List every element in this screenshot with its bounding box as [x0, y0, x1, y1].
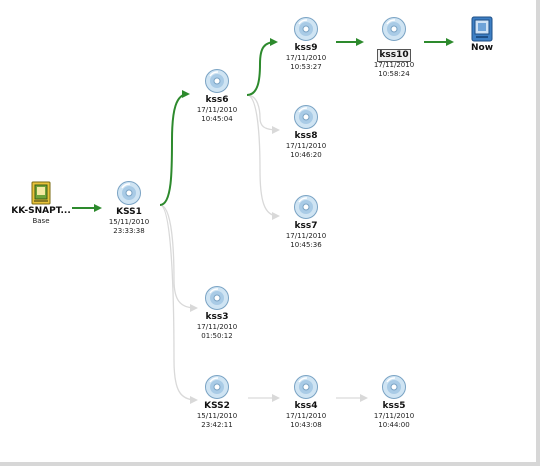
snapshot-disc-icon [205, 375, 229, 399]
node-time: 10:46:20 [290, 151, 322, 159]
snapshot-node-kss3[interactable]: kss3 17/11/2010 01:50:12 [172, 285, 262, 341]
edge-kss6-kss7 [246, 94, 280, 220]
current-state-icon [471, 16, 493, 42]
node-time: 23:42:11 [201, 421, 233, 429]
node-name: KK-SNAPT... [11, 206, 71, 216]
node-date: 17/11/2010 [373, 412, 415, 420]
edge-kss1-kss3 [159, 204, 198, 312]
snapshot-disc-icon [205, 286, 229, 310]
snapshot-node-kss9[interactable]: kss9 17/11/2010 10:53:27 [261, 16, 351, 72]
node-time: 10:44:00 [378, 421, 410, 429]
node-date: 17/11/2010 [196, 323, 238, 331]
snapshot-node-kss1[interactable]: KSS1 15/11/2010 23:33:38 [84, 180, 174, 236]
node-time: 10:58:24 [378, 70, 410, 78]
snapshot-disc-icon [117, 181, 141, 205]
node-date: 17/11/2010 [196, 106, 238, 114]
node-date: 17/11/2010 [285, 142, 327, 150]
snapshot-node-kss10[interactable]: kss10 17/11/2010 10:58:24 [349, 16, 439, 79]
snapshot-disc-icon [205, 69, 229, 93]
node-date: 17/11/2010 [285, 232, 327, 240]
node-name: kss9 [294, 43, 318, 53]
node-name: KSS2 [204, 401, 230, 411]
snapshot-node-base[interactable]: KK-SNAPT... Base [0, 181, 86, 226]
node-name: kss7 [294, 221, 318, 231]
node-time: 10:45:04 [201, 115, 233, 123]
node-name: kss3 [205, 312, 229, 322]
node-time: 23:33:38 [113, 227, 145, 235]
snapshot-disc-icon [382, 375, 406, 399]
node-name: kss6 [205, 95, 229, 105]
node-date: 15/11/2010 [196, 412, 238, 420]
node-date: 17/11/2010 [285, 54, 327, 62]
snapshot-node-kss6[interactable]: kss6 17/11/2010 10:45:04 [172, 68, 262, 124]
node-date: 17/11/2010 [373, 61, 415, 69]
edge-kss1-kss2 [159, 204, 198, 404]
node-name: Now [470, 43, 494, 53]
snapshot-node-kss8[interactable]: kss8 17/11/2010 10:46:20 [261, 104, 351, 160]
node-name: KSS1 [116, 207, 142, 217]
snapshot-disc-icon [294, 195, 318, 219]
snapshot-disc-icon [294, 105, 318, 129]
edge-kss1-kss6 [159, 90, 190, 206]
node-name-selected: kss10 [377, 49, 411, 62]
node-time: 10:43:08 [290, 421, 322, 429]
snapshot-disc-icon [294, 375, 318, 399]
snapshot-node-kss2[interactable]: KSS2 15/11/2010 23:42:11 [172, 374, 262, 430]
node-date: 17/11/2010 [285, 412, 327, 420]
node-name: kss4 [294, 401, 318, 411]
node-time: 10:45:36 [290, 241, 322, 249]
node-name: kss5 [382, 401, 406, 411]
node-time: 01:50:12 [201, 332, 233, 340]
snapshot-node-now[interactable]: Now [437, 16, 527, 54]
edge-kss6-kss8 [246, 94, 280, 134]
snapshot-node-kss5[interactable]: kss5 17/11/2010 10:44:00 [349, 374, 439, 430]
node-label: Base [32, 217, 50, 225]
node-date: 15/11/2010 [108, 218, 150, 226]
edge-kss6-kss9 [246, 38, 278, 96]
node-name: kss8 [294, 131, 318, 141]
snapshot-node-kss7[interactable]: kss7 17/11/2010 10:45:36 [261, 194, 351, 250]
snapshot-node-kss4[interactable]: kss4 17/11/2010 10:43:08 [261, 374, 351, 430]
snapshot-disc-icon [382, 17, 406, 41]
node-time: 10:53:27 [290, 63, 322, 71]
base-disk-icon [31, 181, 51, 205]
snapshot-disc-icon [294, 17, 318, 41]
